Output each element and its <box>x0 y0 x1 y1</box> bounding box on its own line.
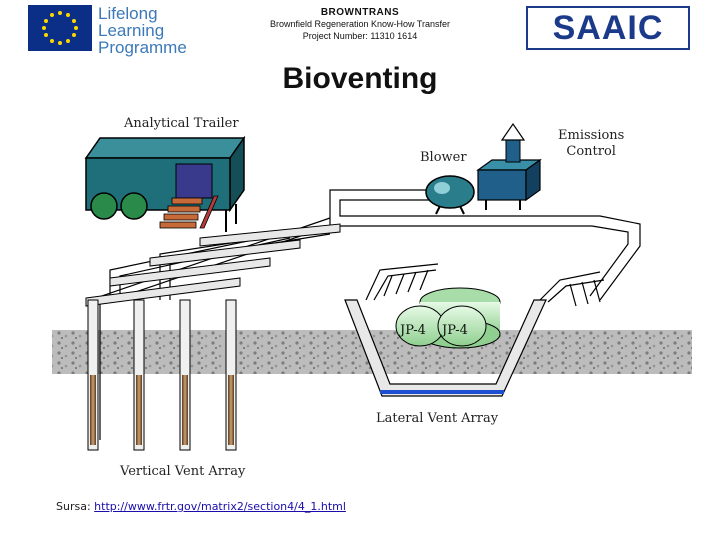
distribution-bars <box>85 223 341 307</box>
tank-2-label: JP-4 <box>440 323 468 338</box>
source-link[interactable]: http://www.frtr.gov/matrix2/section4/4_1… <box>94 500 346 513</box>
project-number: Project Number: 11310 1614 <box>302 31 418 41</box>
fuel-tanks: JP-4 JP-4 <box>395 287 501 349</box>
lateral-vent-trench <box>344 299 547 397</box>
lateral-vent-array-label: Lateral Vent Array <box>376 411 499 426</box>
analytical-trailer-label: Analytical Trailer <box>124 116 239 131</box>
page-title: Bioventing <box>282 62 438 95</box>
tank-1-label: JP-4 <box>398 323 426 338</box>
source-prefix: Sursa: <box>56 500 91 513</box>
programme-name: Lifelong Learning Programme <box>98 5 187 56</box>
emissions-control-unit <box>476 122 542 210</box>
emissions-control-label-line2: Control <box>566 144 616 159</box>
project-subtitle: Brownfield Regeneration Know-How Transfe… <box>269 19 451 29</box>
vertical-wells <box>87 299 237 451</box>
vertical-vent-array-label: Vertical Vent Array <box>120 464 246 479</box>
analytical-trailer <box>84 135 246 232</box>
blower-label: Blower <box>420 150 467 165</box>
emissions-control-label: Emissions Control <box>558 128 624 160</box>
source-citation: Sursa: http://www.frtr.gov/matrix2/secti… <box>56 500 346 513</box>
saaic-logo-text: SAAIC <box>552 9 664 47</box>
blower <box>425 175 475 215</box>
programme-line-2: Learning <box>98 21 165 40</box>
lateral-vent-fingers <box>365 263 605 307</box>
programme-line-1: Lifelong <box>98 4 158 23</box>
emissions-control-label-line1: Emissions <box>558 128 625 143</box>
eu-flag-icon <box>28 5 92 51</box>
lifelong-learning-logo: Lifelong Learning Programme <box>28 5 188 57</box>
project-title: BROWNTRANS <box>320 7 400 18</box>
saaic-logo: SAAIC <box>526 6 690 50</box>
project-info: BROWNTRANS Brownfield Regeneration Know-… <box>240 7 480 42</box>
tank-2 <box>437 305 487 347</box>
programme-line-3: Programme <box>98 38 187 57</box>
